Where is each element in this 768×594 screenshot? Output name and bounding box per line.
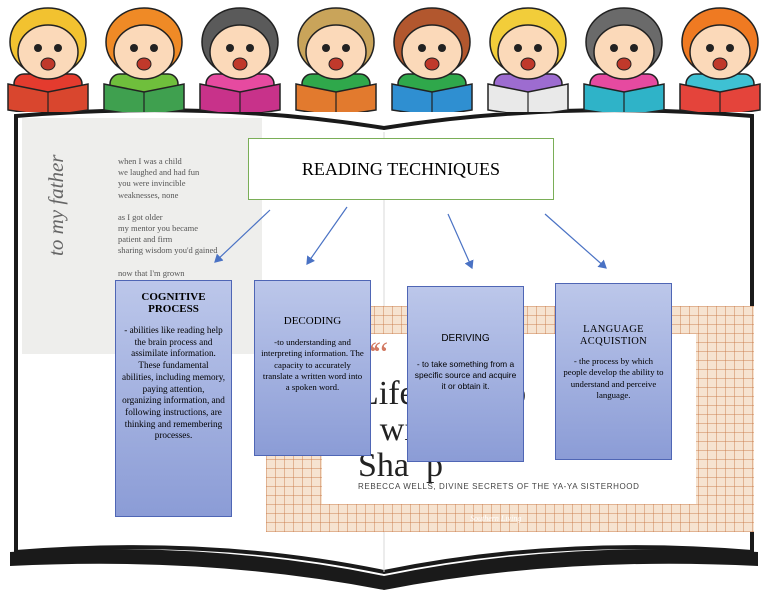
child-figure <box>583 7 665 112</box>
node-heading: LANGUAGE ACQUISTION <box>579 324 648 347</box>
child-mouth <box>712 57 728 71</box>
child-eye-right <box>726 44 734 52</box>
node-description: -to understanding and interpreting infor… <box>261 337 364 393</box>
node-heading: DECODING <box>283 315 342 327</box>
poem-line: sharing wisdom you'd gained <box>118 245 218 256</box>
node-description: - to take something from a specific sour… <box>414 359 517 392</box>
child-figure <box>679 7 761 112</box>
child-eye-right <box>342 44 350 52</box>
node-language-acquisition: LANGUAGE ACQUISTION - the process by whi… <box>555 283 672 460</box>
child-eye-right <box>54 44 62 52</box>
child-eye-right <box>630 44 638 52</box>
quote-brand: Southern Living <box>470 514 522 523</box>
poem-line: as I got older <box>118 211 163 222</box>
child-figure <box>295 7 377 112</box>
poem-line: when I was a child <box>118 156 182 166</box>
child-figure <box>391 7 473 112</box>
book-cover-edge <box>10 549 758 590</box>
node-deriving: DERIVING - to take something from a spec… <box>407 286 524 462</box>
node-decoding: DECODING -to understanding and interpret… <box>254 280 371 456</box>
child-eye-right <box>534 44 542 52</box>
node-heading: COGNITIVE PROCESS <box>141 291 206 315</box>
child-eye-right <box>438 44 446 52</box>
node-heading: DERIVING <box>441 333 490 344</box>
child-eye-left <box>514 44 522 52</box>
child-eye-left <box>706 44 714 52</box>
poem-line: patient and firm <box>118 234 173 245</box>
child-mouth <box>40 57 56 71</box>
child-face <box>113 24 175 80</box>
child-figure <box>7 7 89 112</box>
child-mouth <box>328 57 344 71</box>
child-face <box>689 24 751 80</box>
child-eye-left <box>610 44 618 52</box>
child-face <box>593 24 655 80</box>
child-eye-left <box>130 44 138 52</box>
diagram-title: READING TECHNIQUES <box>248 138 554 200</box>
child-face <box>17 24 79 80</box>
child-face <box>401 24 463 80</box>
child-eye-left <box>34 44 42 52</box>
poem-line: you were invincible <box>118 178 186 189</box>
poem-line: my mentor you became <box>118 223 199 234</box>
child-face <box>209 24 271 80</box>
poem-line: now that I'm grown <box>118 267 185 278</box>
child-eye-left <box>418 44 426 52</box>
child-face <box>305 24 367 80</box>
children-reading-illustration <box>7 7 761 112</box>
child-eye-left <box>226 44 234 52</box>
arrow-to-language <box>544 213 607 269</box>
child-figure <box>103 7 185 112</box>
child-mouth <box>424 57 440 71</box>
child-figure <box>199 7 281 112</box>
child-eye-right <box>150 44 158 52</box>
arrow-to-cognitive <box>214 209 271 263</box>
child-figure <box>487 7 569 112</box>
child-eye-right <box>246 44 254 52</box>
quote-author: REBECCA WELLS, DIVINE SECRETS OF THE YA-… <box>358 482 640 491</box>
child-mouth <box>616 57 632 71</box>
child-face <box>497 24 559 80</box>
child-mouth <box>232 57 248 71</box>
child-mouth <box>520 57 536 71</box>
poem-line: we laughed and had fun <box>118 167 200 178</box>
node-description: - the process by which people develop th… <box>563 356 664 400</box>
poem-line: weaknesses, none <box>118 189 179 200</box>
child-eye-left <box>322 44 330 52</box>
arrow-to-decoding <box>306 206 348 265</box>
node-description: - abilities like reading help the brain … <box>122 325 225 441</box>
node-cognitive-process: COGNITIVE PROCESS - abilities like readi… <box>115 280 232 517</box>
arrow-to-deriving <box>447 213 474 270</box>
child-mouth <box>136 57 152 71</box>
